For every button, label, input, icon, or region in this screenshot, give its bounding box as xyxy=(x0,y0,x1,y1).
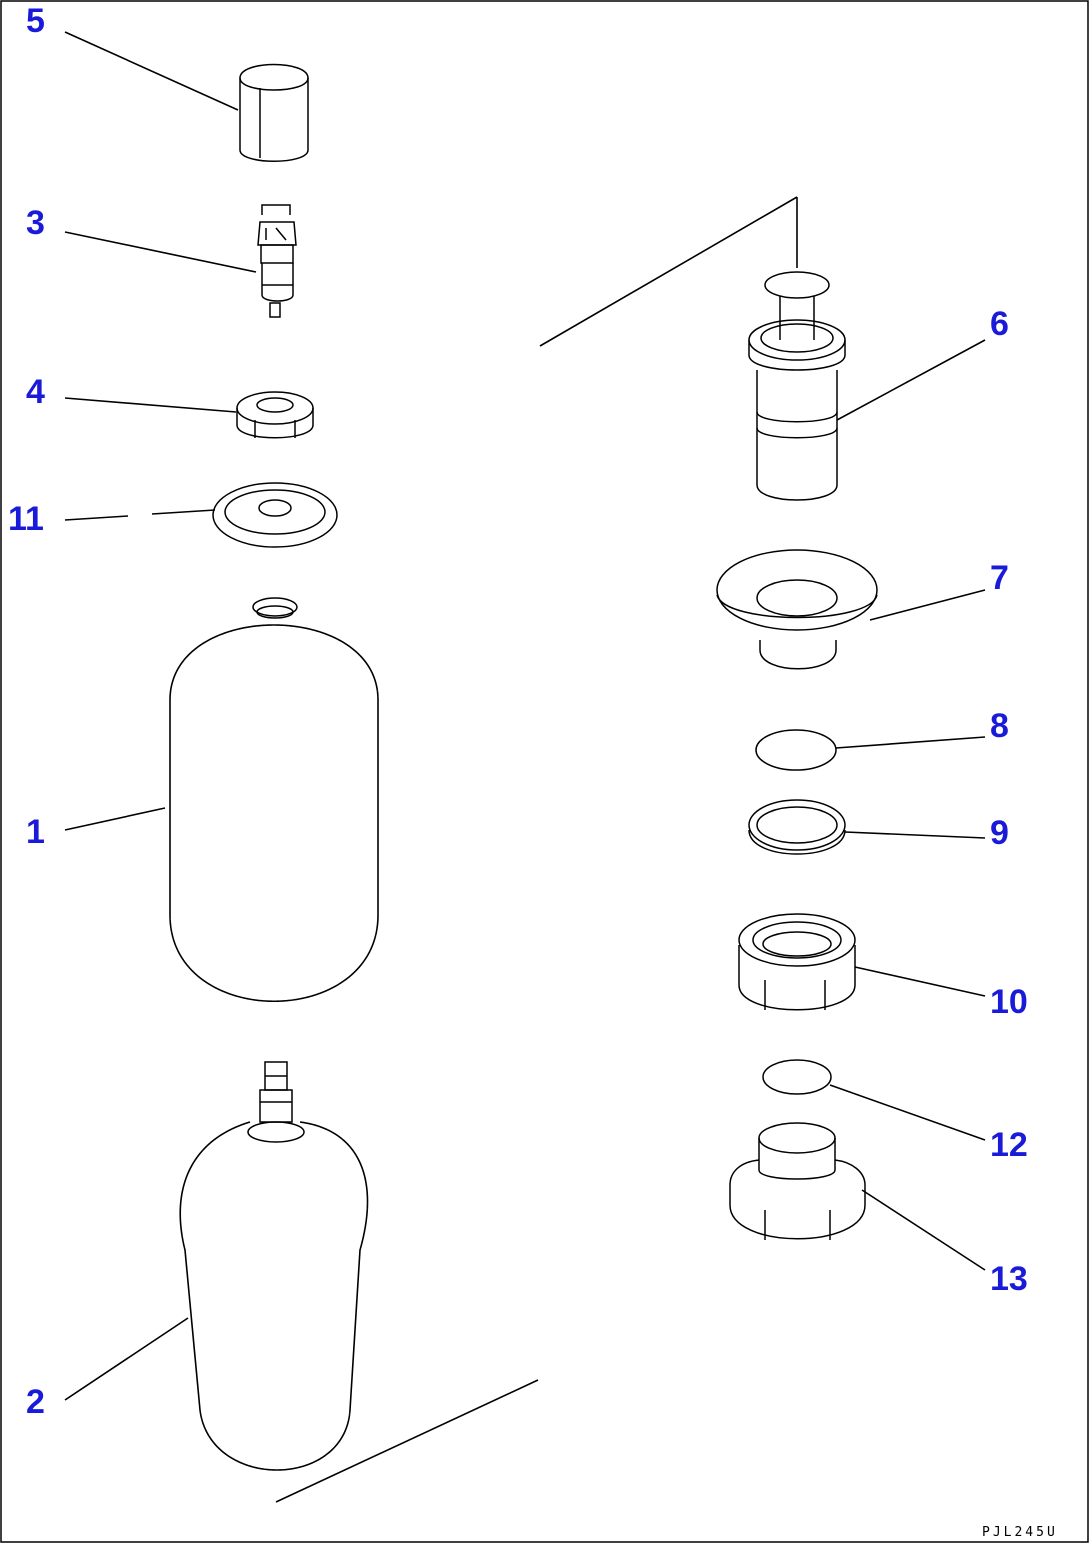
part-6-poppet xyxy=(748,271,846,501)
callout-3: 3 xyxy=(26,204,45,242)
part-4-nut xyxy=(236,391,314,439)
callout-10: 10 xyxy=(990,983,1028,1021)
part-8-o-ring xyxy=(755,729,837,771)
callout-5: 5 xyxy=(26,2,45,40)
assembly-guide-lines xyxy=(275,196,798,1503)
part-10-lock-nut xyxy=(738,913,856,1011)
part-2-shell xyxy=(179,1061,369,1471)
callout-2: 2 xyxy=(26,1383,45,1421)
callout-1: 1 xyxy=(26,813,45,851)
leader-lines xyxy=(64,31,986,1401)
callout-13: 13 xyxy=(990,1260,1028,1298)
callout-6: 6 xyxy=(990,305,1009,343)
callout-8: 8 xyxy=(990,707,1009,745)
callout-7: 7 xyxy=(990,559,1009,597)
part-12-o-ring xyxy=(762,1059,832,1095)
part-9-backup-ring xyxy=(748,799,846,855)
callout-11: 11 xyxy=(8,500,44,538)
callout-12: 12 xyxy=(990,1126,1028,1164)
drawing-code: PJL245U xyxy=(982,1525,1058,1540)
callout-4: 4 xyxy=(26,373,45,411)
part-1-bladder xyxy=(169,597,379,1002)
part-11-washer xyxy=(212,482,338,548)
part-7-seat xyxy=(716,549,878,670)
part-5-cap xyxy=(239,63,309,162)
part-13-plug xyxy=(729,1122,866,1240)
callout-9: 9 xyxy=(990,814,1009,852)
part-3-valve xyxy=(257,204,297,318)
